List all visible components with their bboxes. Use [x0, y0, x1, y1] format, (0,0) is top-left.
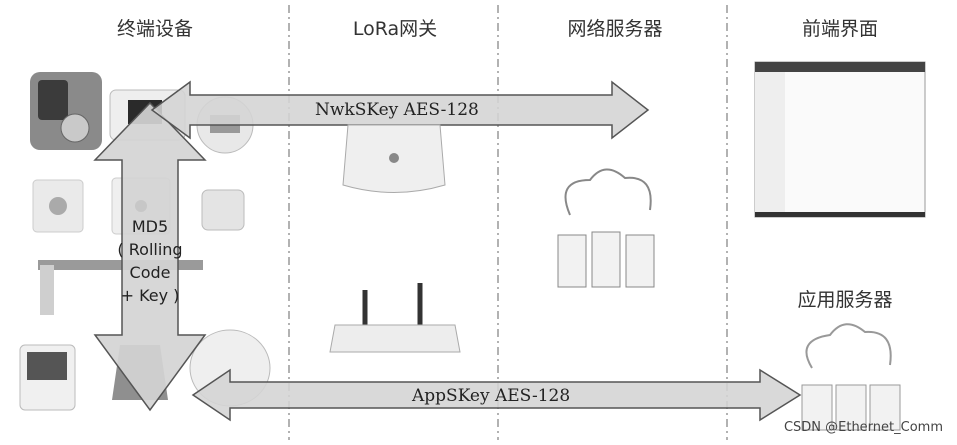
curtain-motor-device	[38, 260, 203, 315]
column-title-end-devices: 终端设备	[116, 18, 193, 40]
md5-label-line: + Key )	[120, 286, 180, 305]
switch-panel-device	[32, 179, 84, 233]
md5-double-arrow	[93, 101, 207, 412]
plug-device	[201, 189, 245, 231]
app-server-icon	[801, 323, 901, 431]
display-meter-device	[19, 344, 76, 411]
column-title-gateway: LoRa网关	[352, 18, 438, 40]
md5-label-line: Code	[129, 263, 171, 282]
md5-label-line: ( Rolling	[117, 240, 183, 259]
nwk-double-arrow	[150, 80, 650, 140]
app-double-arrow	[191, 368, 802, 422]
md5-arrow-label: MD5 ( Rolling Code + Key )	[100, 215, 200, 307]
column-title-network-server: 网络服务器	[567, 18, 663, 40]
outdoor-gateway	[329, 283, 461, 353]
indoor-gateway	[342, 124, 446, 193]
frontend-screenshot	[754, 61, 926, 218]
app-arrow-label: AppSKey AES-128	[412, 386, 571, 406]
nwk-arrow-label: NwkSKey AES-128	[315, 100, 479, 120]
door-lock-device	[30, 72, 102, 150]
network-server-icon	[557, 168, 655, 288]
column-title-frontend: 前端界面	[801, 18, 878, 40]
md5-label-line: MD5	[131, 217, 169, 236]
watermark: CSDN @Ethernet_Comm	[783, 420, 943, 435]
app-server-title: 应用服务器	[797, 289, 893, 311]
